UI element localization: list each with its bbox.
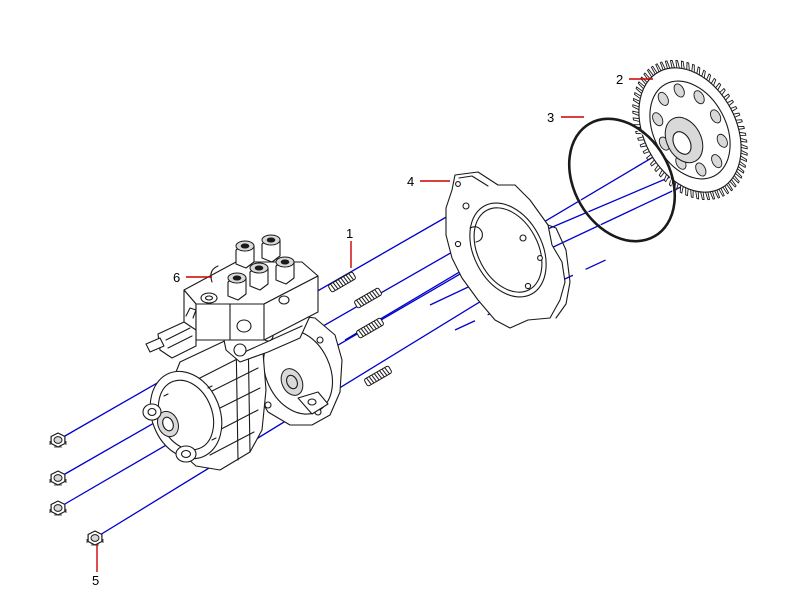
plate-hole	[455, 181, 461, 187]
pump-head-port	[200, 292, 218, 304]
nut-icon	[49, 500, 67, 516]
o-ring-icon	[567, 117, 677, 243]
pump-side-fitting	[142, 403, 162, 421]
pump-solenoid	[157, 321, 197, 359]
gear-hole	[652, 112, 664, 127]
fuel-injection-pump-icon	[142, 234, 343, 471]
callout-label-2: 2	[616, 72, 623, 87]
plate-boss	[469, 226, 483, 243]
pump-head-port	[278, 295, 290, 305]
pump-front-port-bore	[162, 416, 174, 432]
stud-icon	[356, 317, 384, 339]
pump-body-ribs	[195, 349, 261, 456]
delivery-valve-fitting	[249, 262, 269, 291]
plate-hole	[537, 255, 543, 261]
o-ring-outer	[567, 117, 677, 243]
pump-lever-pin	[185, 307, 197, 319]
callout-label-5: 5	[92, 573, 99, 588]
plate-edge	[458, 175, 571, 319]
delivery-valve-fitting	[235, 240, 255, 269]
stud-icon	[354, 287, 382, 309]
plate-bore-lip	[473, 207, 543, 293]
pump-lower-fitting	[175, 445, 197, 463]
callout-labels: 1 2 3 4 5 6	[92, 72, 623, 588]
pump-mount-ear	[297, 391, 329, 415]
pump-shaft	[280, 368, 304, 396]
nuts	[49, 432, 104, 546]
gear-hole	[711, 154, 723, 169]
pump-mount-ear-hole	[307, 398, 317, 406]
pump-solenoid-lines	[165, 327, 193, 349]
stud-icon	[328, 271, 356, 293]
nut-icon	[49, 432, 67, 448]
delivery-valve-fitting	[261, 234, 281, 263]
pump-head-detail	[229, 303, 265, 341]
pump-head-port	[236, 319, 252, 333]
o-ring-inner	[570, 120, 674, 240]
nut-icon	[49, 470, 67, 486]
callout-label-1: 1	[346, 226, 353, 241]
gear-bore	[672, 131, 692, 155]
adapter-plate-icon	[445, 171, 571, 329]
gear-hole	[716, 133, 728, 148]
pump-fuel-return	[210, 265, 219, 283]
plate-hole	[462, 202, 470, 210]
plate-hole	[519, 234, 527, 242]
gear-hole	[673, 83, 685, 98]
pump-lever	[145, 337, 165, 353]
pump-shaft-key	[286, 374, 298, 390]
gear-hole	[657, 91, 669, 106]
callout-label-3: 3	[547, 110, 554, 125]
studs	[328, 271, 392, 387]
pump-front-bolts	[163, 385, 217, 441]
callout-label-4: 4	[407, 174, 414, 189]
plate-bore	[469, 202, 547, 298]
gear-hole	[695, 162, 707, 177]
leader-lines	[96, 78, 653, 572]
pump-mid-port	[233, 343, 247, 357]
pump-head-port-bore	[204, 295, 214, 301]
stud-icon	[364, 365, 392, 387]
pump-side-fitting-bore	[147, 407, 157, 417]
plate-hole	[524, 282, 532, 290]
pump-flange-bolt	[316, 336, 324, 344]
delivery-valve-fitting	[275, 256, 295, 285]
callout-label-6: 6	[173, 270, 180, 285]
pump-flange-bolt	[264, 401, 272, 409]
delivery-valve-fitting	[227, 272, 247, 301]
gear-hole	[693, 90, 705, 105]
nut-icon	[86, 530, 104, 546]
pump-lower-fitting-bore	[180, 449, 192, 459]
gear-hole	[709, 109, 722, 124]
plate-hole	[454, 240, 462, 248]
